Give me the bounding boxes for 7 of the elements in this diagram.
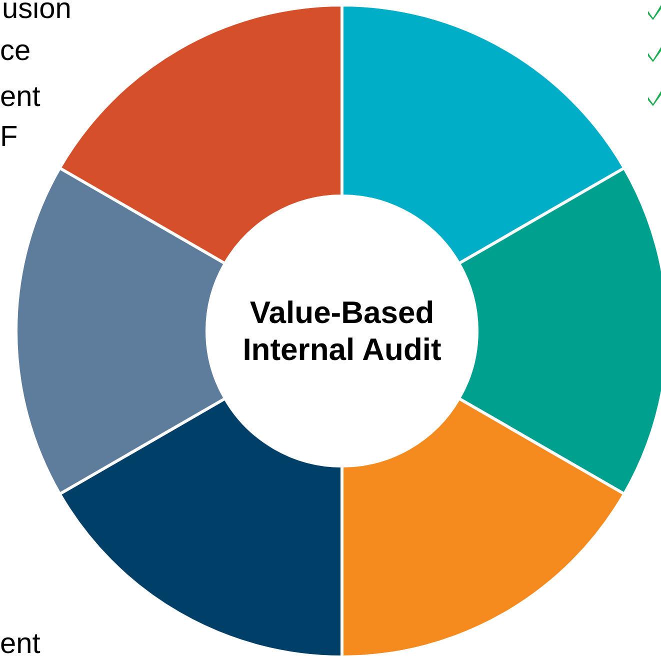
text-fragment: usion	[2, 0, 72, 26]
text-fragment: F	[0, 120, 18, 154]
text-fragment: ce	[0, 34, 31, 68]
text-fragment: ent	[0, 627, 40, 660]
center-title: Value-Based Internal Audit	[242, 294, 442, 368]
text-fragment: ent	[0, 80, 40, 114]
donut-segment	[340, 397, 626, 658]
